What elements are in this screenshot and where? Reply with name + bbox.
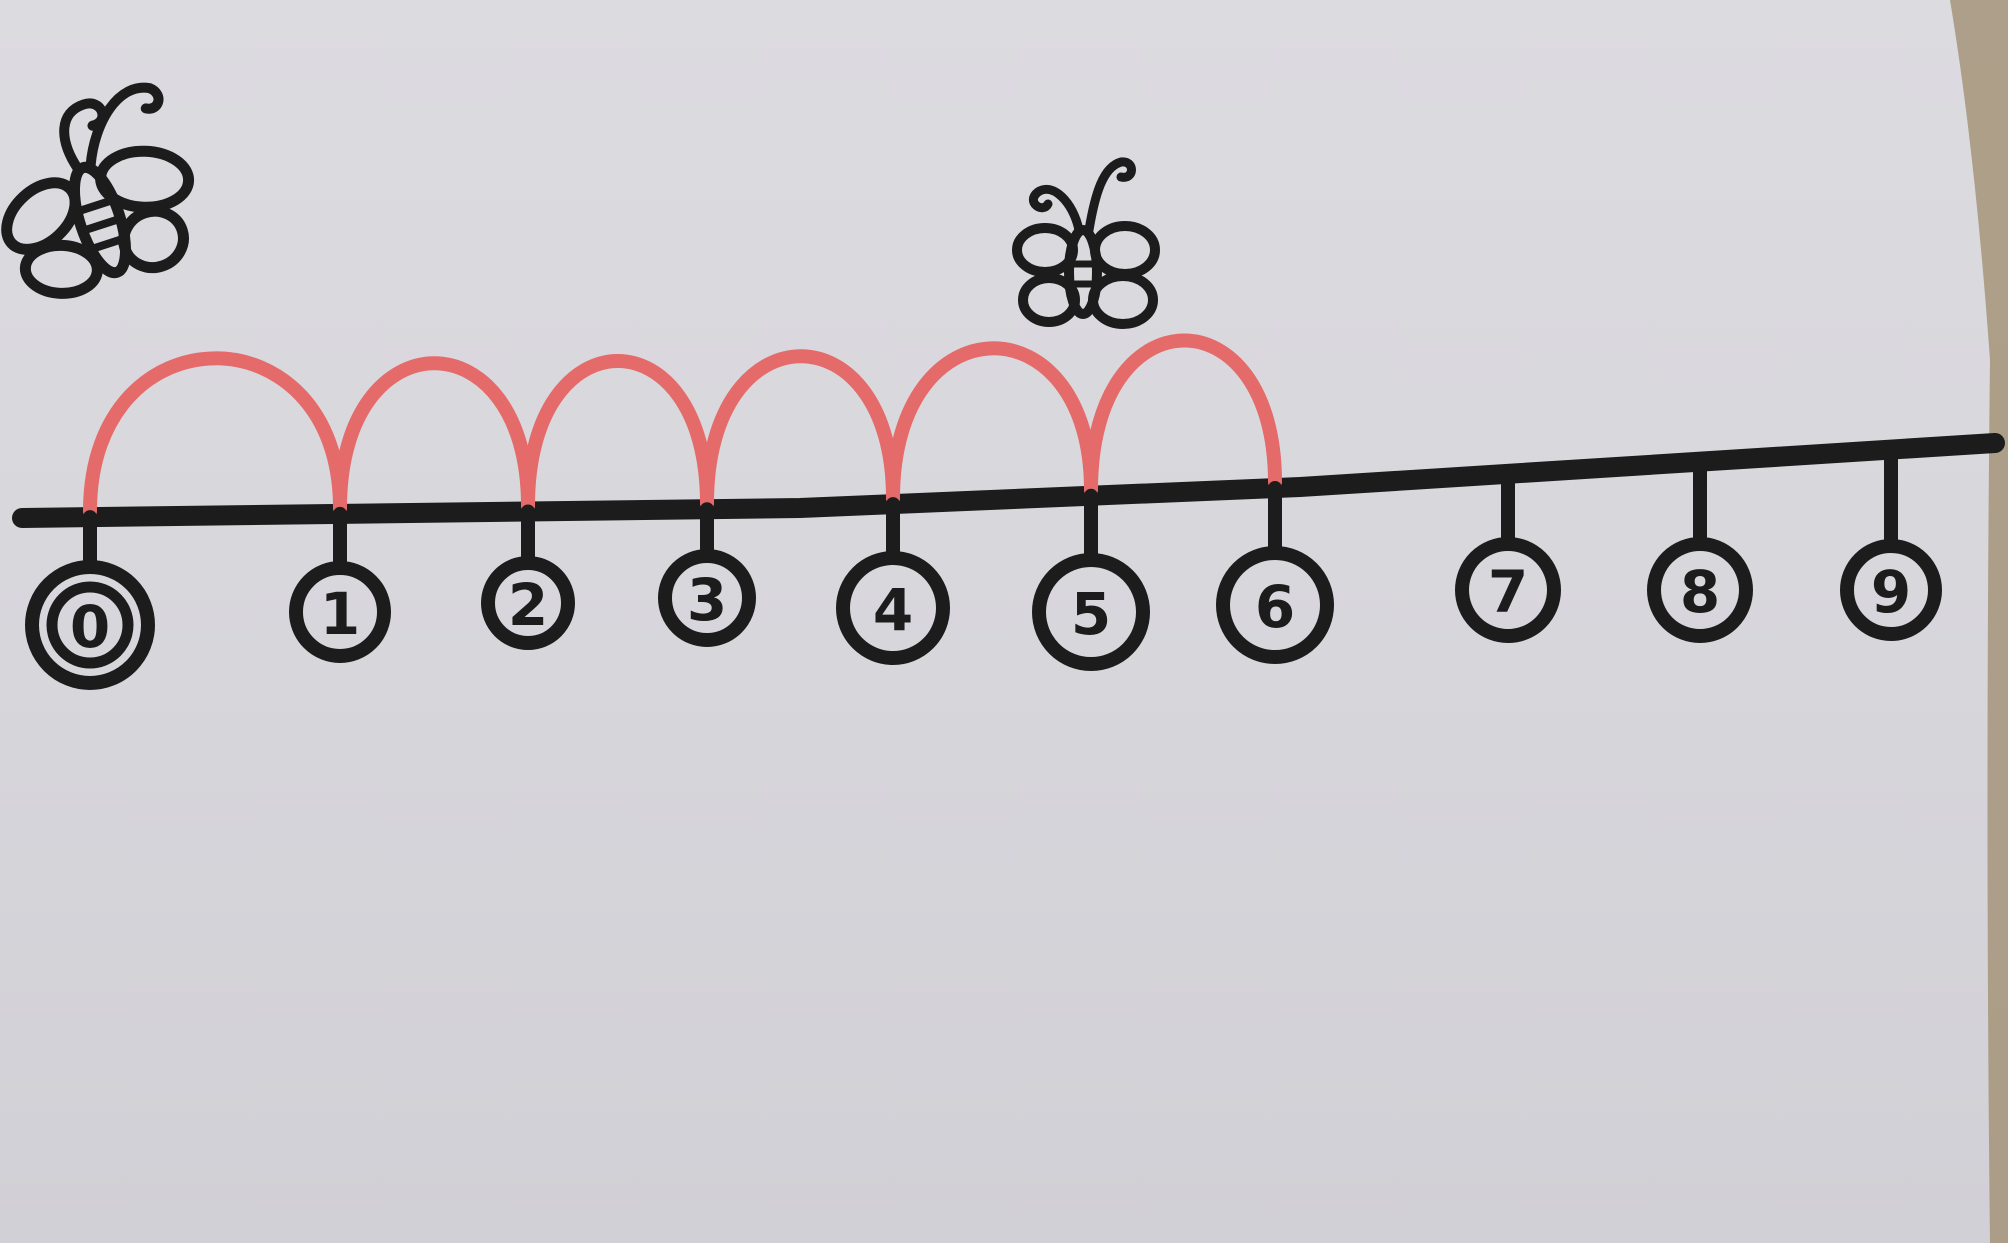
hop-arc-5-6	[1084, 333, 1282, 497]
number-circle	[658, 549, 756, 647]
tick-mark-1: 1	[289, 506, 391, 663]
tick-mark-3: 3	[658, 502, 756, 647]
number-label: 3	[687, 566, 727, 634]
hop-arc-4-5	[886, 341, 1098, 506]
tick-mark-9: 9	[1840, 442, 1942, 641]
number-circle	[1455, 537, 1561, 643]
number-circle	[25, 560, 155, 690]
number-label: 1	[320, 580, 360, 648]
tick-mark-2: 2	[481, 504, 575, 650]
hop-arc-1-2	[333, 356, 535, 515]
paper-edge	[1950, 0, 2008, 1243]
number-label: 7	[1488, 558, 1528, 626]
number-circle	[1647, 537, 1753, 643]
number-circle	[1840, 539, 1942, 641]
tick-mark-7: 7	[1455, 466, 1561, 643]
tick-mark-0: 0	[25, 510, 155, 690]
number-label: 0	[70, 593, 110, 661]
number-circle	[836, 551, 950, 665]
number-circle	[1032, 553, 1150, 671]
hops-layer	[83, 333, 1282, 519]
bee-icon	[1, 82, 195, 299]
tick-mark-6: 6	[1216, 481, 1334, 664]
tick-mark-4: 4	[836, 497, 950, 665]
tick-mark-5: 5	[1032, 488, 1150, 671]
hop-arc-2-3	[521, 354, 714, 513]
number-circle	[481, 556, 575, 650]
number-label: 8	[1680, 558, 1720, 626]
number-line-axis	[12, 433, 2005, 528]
hop-arc-3-4	[700, 349, 900, 511]
number-circle-inner	[46, 581, 134, 669]
bee-icon	[1012, 157, 1160, 329]
number-label: 4	[873, 576, 913, 644]
number-label: 6	[1255, 573, 1295, 641]
number-label: 5	[1071, 580, 1111, 648]
number-circle	[1216, 546, 1334, 664]
tick-mark-8: 8	[1647, 454, 1753, 643]
number-label: 9	[1871, 558, 1911, 626]
number-label: 2	[508, 571, 548, 639]
number-circle	[289, 561, 391, 663]
hop-arc-0-1	[83, 351, 347, 519]
ticks-layer: 0 1 2 3 4 5 6 7 8 9	[25, 442, 1942, 690]
